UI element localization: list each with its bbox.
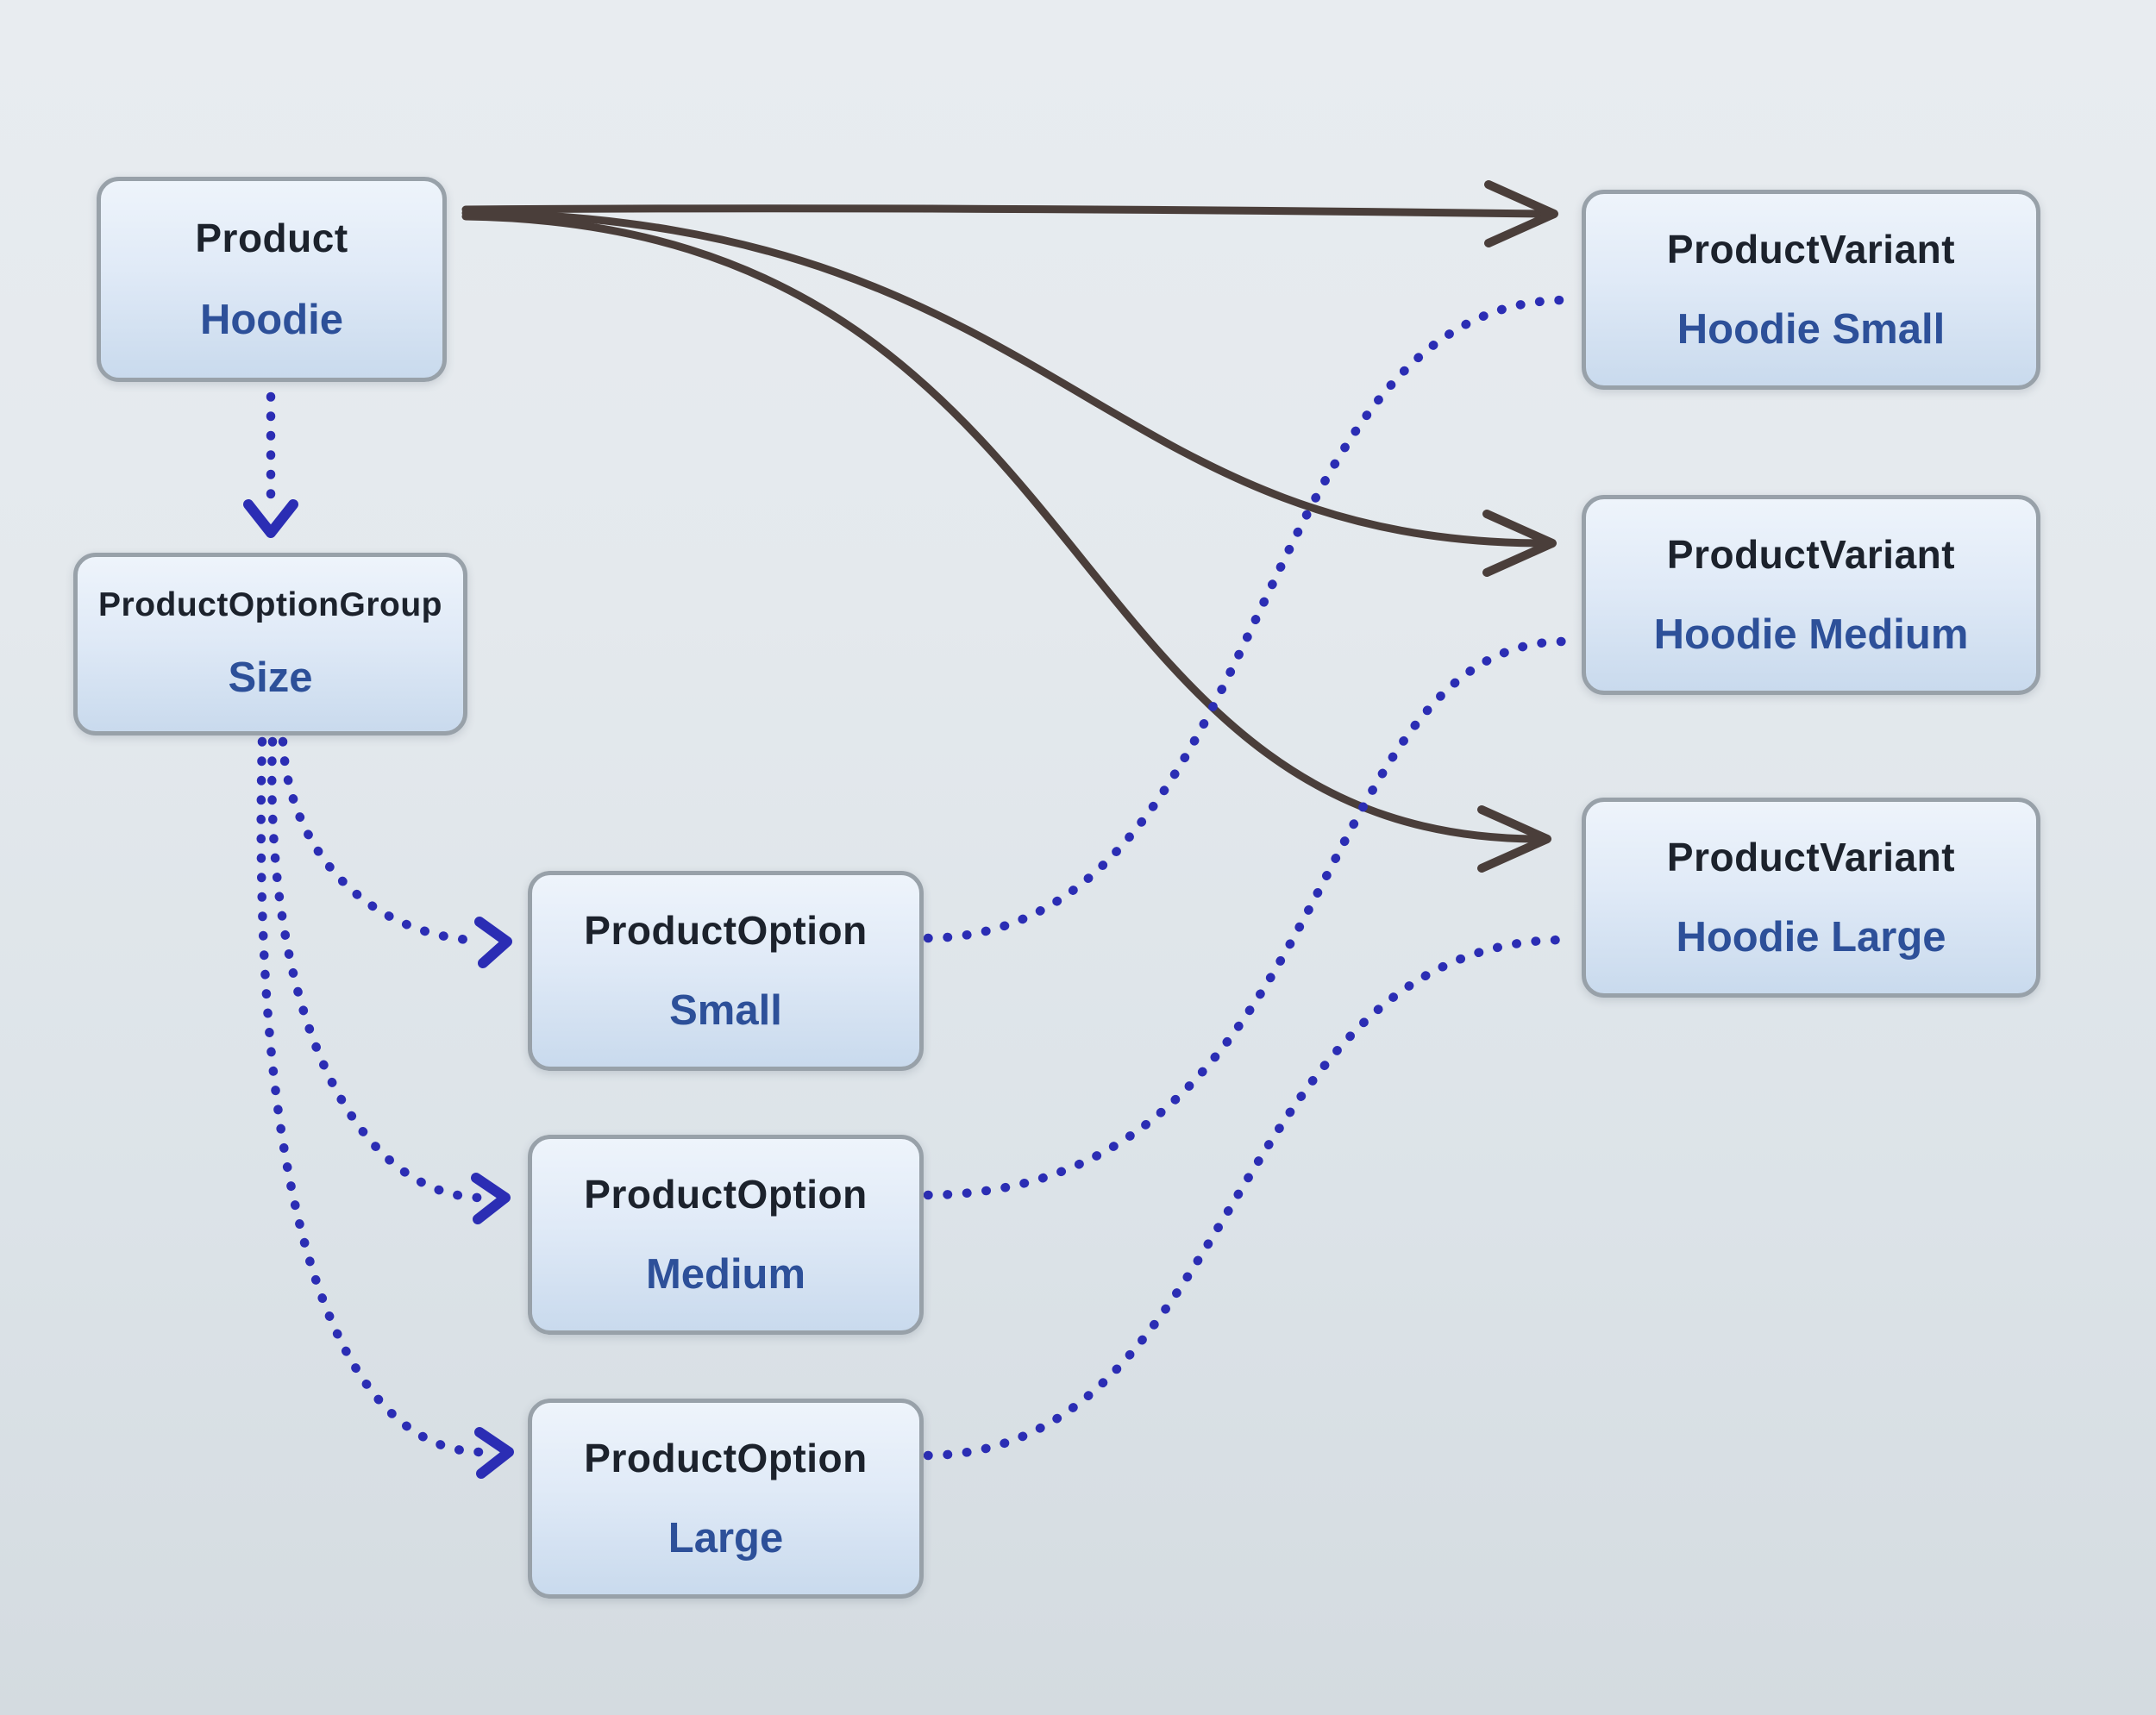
edge-product-to-variant-large [461, 212, 1543, 843]
arrowhead-option-group [243, 499, 298, 538]
node-value-label: Hoodie Small [1677, 305, 1946, 353]
node-type-label: ProductOption [584, 908, 868, 954]
node-variant-medium: ProductVariant Hoodie Medium [1582, 495, 2040, 695]
node-type-label: ProductVariant [1666, 227, 1956, 272]
node-type-label: ProductOptionGroup [98, 586, 442, 623]
arrowhead-variant-large [1477, 805, 1551, 873]
arrowhead-option-medium [471, 1173, 511, 1224]
node-type-label: ProductOption [584, 1172, 868, 1217]
node-value-label: Large [667, 1514, 784, 1562]
node-type-label: ProductOption [584, 1436, 868, 1481]
arrowhead-variant-small [1484, 180, 1558, 247]
node-value-label: Size [228, 654, 313, 701]
node-value-label: Hoodie [199, 296, 344, 343]
node-value-label: Hoodie Medium [1653, 610, 1969, 658]
node-variant-large: ProductVariant Hoodie Large [1582, 798, 2040, 998]
node-option-large: ProductOption Large [528, 1399, 924, 1599]
arrowhead-option-large [474, 1427, 514, 1479]
edge-option-large-to-variant-large [923, 935, 1568, 1461]
node-option-medium: ProductOption Medium [528, 1135, 924, 1335]
edge-group-to-option-large [256, 736, 485, 1457]
node-option-group: ProductOptionGroup Size [73, 553, 467, 735]
node-type-label: Product [195, 216, 348, 261]
node-option-small: ProductOption Small [528, 871, 924, 1071]
arrowhead-variant-medium [1482, 510, 1557, 577]
node-value-label: Medium [645, 1250, 806, 1298]
edge-product-to-variant-small [461, 204, 1550, 218]
node-type-label: ProductVariant [1666, 532, 1956, 578]
node-variant-small: ProductVariant Hoodie Small [1582, 190, 2040, 390]
node-product: Product Hoodie [97, 177, 447, 382]
edge-group-to-option-medium [267, 736, 485, 1203]
node-value-label: Small [669, 986, 782, 1034]
node-value-label: Hoodie Large [1676, 913, 1946, 961]
edge-product-to-variant-medium [461, 209, 1548, 548]
node-type-label: ProductVariant [1666, 835, 1956, 880]
arrowhead-option-small [474, 917, 512, 968]
edge-group-to-option-small [278, 736, 485, 946]
edge-option-small-to-variant-small [923, 295, 1570, 943]
